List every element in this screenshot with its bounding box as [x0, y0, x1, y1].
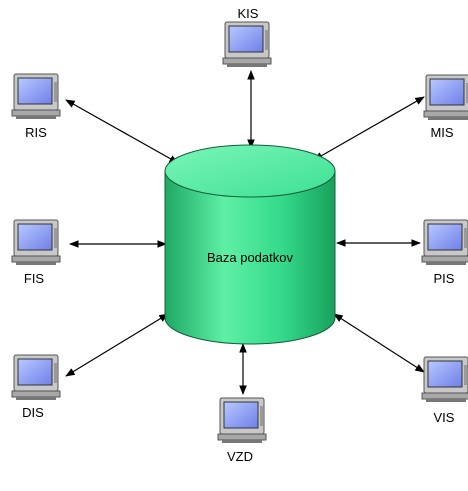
- computer-monitor-icon: [11, 73, 61, 120]
- link-dis: [65, 313, 169, 377]
- node-kis: KIS: [222, 6, 272, 68]
- computer-monitor-icon: [11, 219, 61, 266]
- node-label-ris: RIS: [25, 125, 47, 140]
- computer-monitor-icon: [222, 21, 272, 68]
- node-label-mis: MIS: [430, 125, 453, 140]
- database-cylinder: Baza podatkov: [164, 144, 336, 345]
- computer-monitor-icon: [217, 397, 267, 444]
- node-mis: MIS: [423, 74, 468, 140]
- computer-monitor-icon: [421, 356, 468, 403]
- computer-monitor-icon: [423, 74, 468, 121]
- node-label-vzd: VZD: [227, 449, 253, 464]
- database-label: Baza podatkov: [207, 250, 294, 265]
- node-label-vis: VIS: [434, 410, 455, 425]
- node-label-pis: PIS: [434, 271, 455, 286]
- node-vis: VIS: [421, 356, 468, 425]
- link-vis: [333, 313, 425, 373]
- node-dis: DIS: [11, 354, 61, 420]
- connection-lines: [65, 70, 425, 395]
- node-ris: RIS: [11, 73, 61, 140]
- link-mis: [313, 96, 425, 161]
- computer-monitor-icon: [11, 354, 61, 401]
- node-fis: FIS: [11, 219, 61, 286]
- link-ris: [65, 99, 179, 164]
- node-vzd: VZD: [217, 397, 267, 464]
- node-label-fis: FIS: [24, 271, 45, 286]
- node-label-kis: KIS: [238, 6, 259, 21]
- computer-monitor-icon: [421, 219, 468, 266]
- node-pis: PIS: [421, 219, 468, 286]
- node-label-dis: DIS: [22, 405, 44, 420]
